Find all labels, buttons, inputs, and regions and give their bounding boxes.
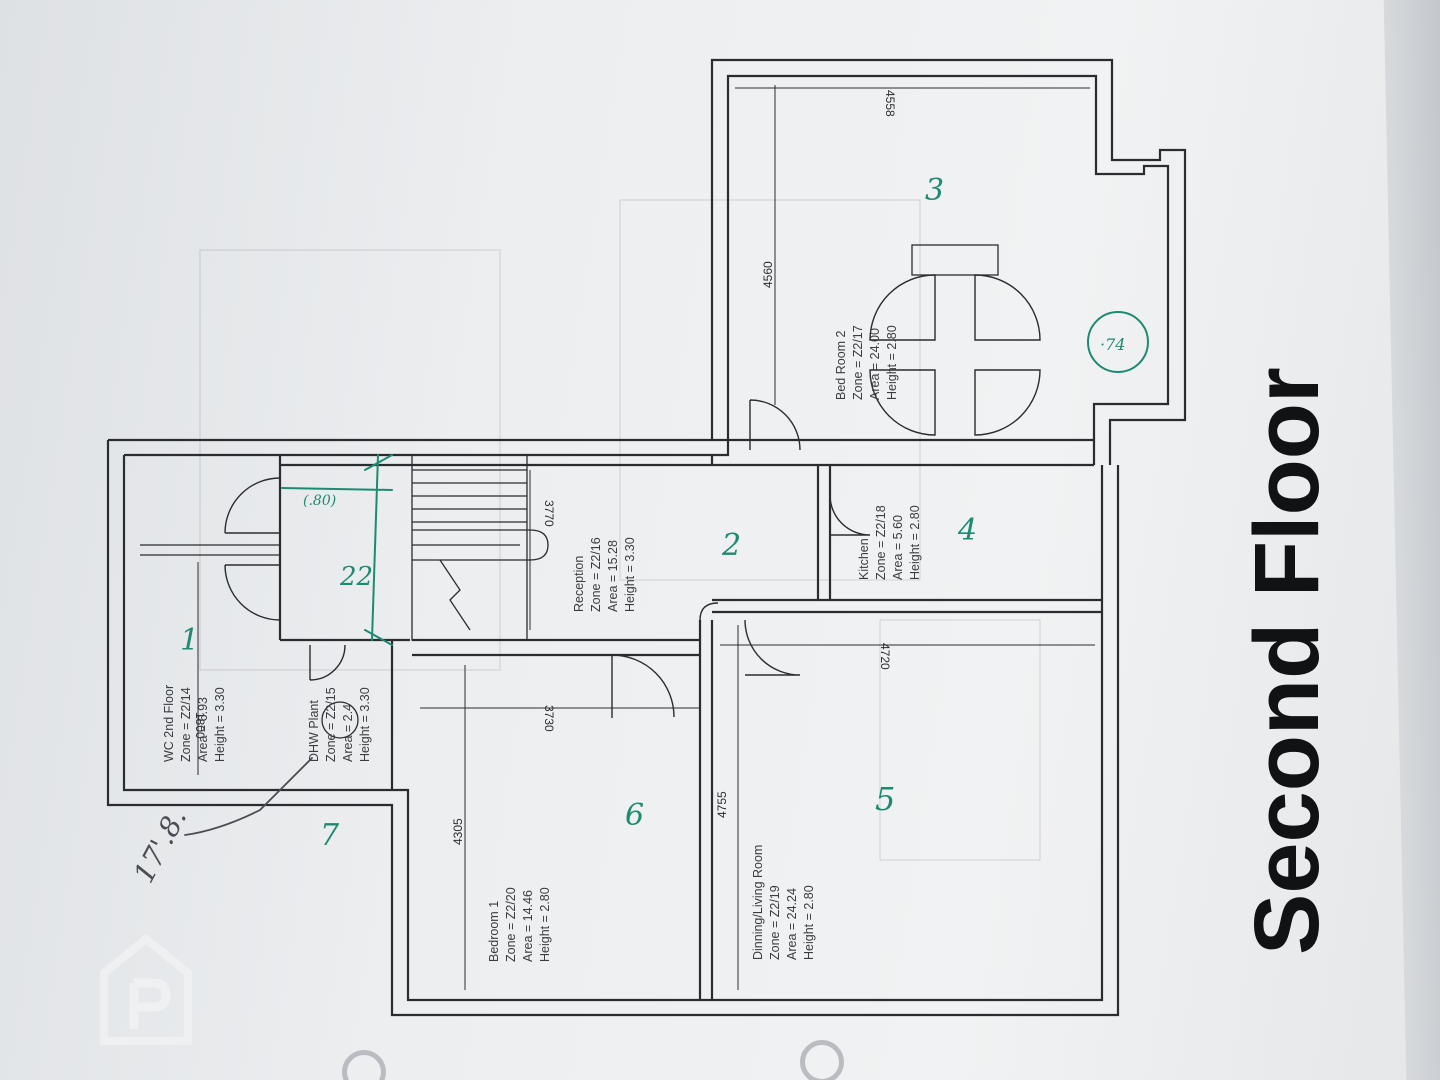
room-area: Area = 6.93 [196,697,210,762]
room-label-dining: Dinning/Living Room Zone = Z2/19 Area = … [751,845,816,960]
dim-4305: 4305 [451,818,465,845]
room-name: Bedroom 1 [487,901,501,962]
room-name: Kitchen [857,538,871,580]
room-height: Height = 2.80 [802,885,816,960]
room-name: Bed Room 2 [834,330,848,400]
hand-number-6: 6 [625,798,644,833]
hand-number-2: 2 [721,528,741,563]
dim-4558: 4558 [883,90,897,117]
room-height: Height = 3.30 [358,687,372,762]
hand-dim-line [371,454,379,641]
hand-number-5: 5 [875,780,895,818]
room-height: Height = 2.80 [538,887,552,962]
binder-ring-left [342,1050,386,1080]
room-height: Height = 3.30 [213,687,227,762]
hand-small-note: (.80) [303,493,336,509]
room-zone: Zone = Z2/17 [851,325,865,400]
room-name: Reception [572,556,586,612]
hand-circle-mark [1087,311,1149,373]
room-label-bedroom-1: Bedroom 1 Zone = Z2/20 Area = 14.46 Heig… [487,887,552,962]
watermark-logo-icon [100,935,192,1045]
dim-4560: 4560 [761,261,775,288]
dim-1800: 1800 [193,712,207,739]
dimension-lines [197,85,1095,990]
show-through-ghost-lines [199,199,1041,861]
hand-number-1: 1 [180,623,199,658]
page-title: Second Floor [1236,367,1338,955]
hand-line-short [281,487,393,491]
room-height: Height = 2.80 [885,325,899,400]
outer-walls [106,58,1187,1017]
room-name: WC 2nd Floor [162,685,176,762]
hand-tick-top [364,454,393,471]
room-area: Area = 14.46 [521,890,535,962]
bay-window-symbol [869,244,1041,436]
dhw-cylinder-symbol [321,701,359,739]
hand-tick-bottom [364,629,393,646]
dim-4720: 4720 [878,643,892,670]
room-height: Height = 3.30 [623,537,637,612]
room-area: Area = 24.24 [785,888,799,960]
room-name: DHW Plant [307,700,321,762]
room-area: Area = 15.28 [606,540,620,612]
binder-ring-right [800,1040,844,1080]
room-label-dhw: DHW Plant Zone = Z2/15 Area = 2.4 Height… [307,687,372,762]
hand-circled-value: ·74 [1100,335,1125,354]
pencil-leader-line [184,757,313,836]
room-zone: Zone = Z2/18 [874,505,888,580]
handwritten-annotations: 1 2 3 4 5 6 7 22 (.80) ·74 [180,173,1149,853]
hand-number-4: 4 [957,513,977,548]
room-zone: Zone = Z2/19 [768,885,782,960]
room-area: Area = 2.4 [341,704,355,762]
room-name: Dinning/Living Room [751,845,765,960]
pencil-note: 17'.8. [127,803,193,888]
room-zone: Zone = Z2/20 [504,887,518,962]
dim-3730: 3730 [542,705,556,732]
dim-4755: 4755 [715,791,729,818]
hand-number-22: 22 [339,562,373,592]
room-height: Height = 2.80 [908,505,922,580]
interior-walls [140,438,1102,1000]
room-zone: Zone = Z2/14 [179,687,193,762]
dim-3770: 3770 [542,500,556,527]
pencil-annotations: 17'.8. [127,757,313,888]
room-area: Area = 24.00 [868,328,882,400]
doors [224,399,871,718]
room-label-reception: Reception Zone = Z2/16 Area = 15.28 Heig… [572,537,637,612]
room-zone: Zone = Z2/15 [324,687,338,762]
room-label-bedroom-2: Bed Room 2 Zone = Z2/17 Area = 24.00 Hei… [834,325,899,400]
room-label-wc: WC 2nd Floor Zone = Z2/14 Area = 6.93 He… [162,685,227,762]
hand-number-3: 3 [925,173,944,208]
room-label-kitchen: Kitchen Zone = Z2/18 Area = 5.60 Height … [857,505,922,580]
stair-treads [412,469,549,631]
hand-number-7: 7 [320,818,340,853]
room-zone: Zone = Z2/16 [589,537,603,612]
room-area: Area = 5.60 [891,515,905,580]
